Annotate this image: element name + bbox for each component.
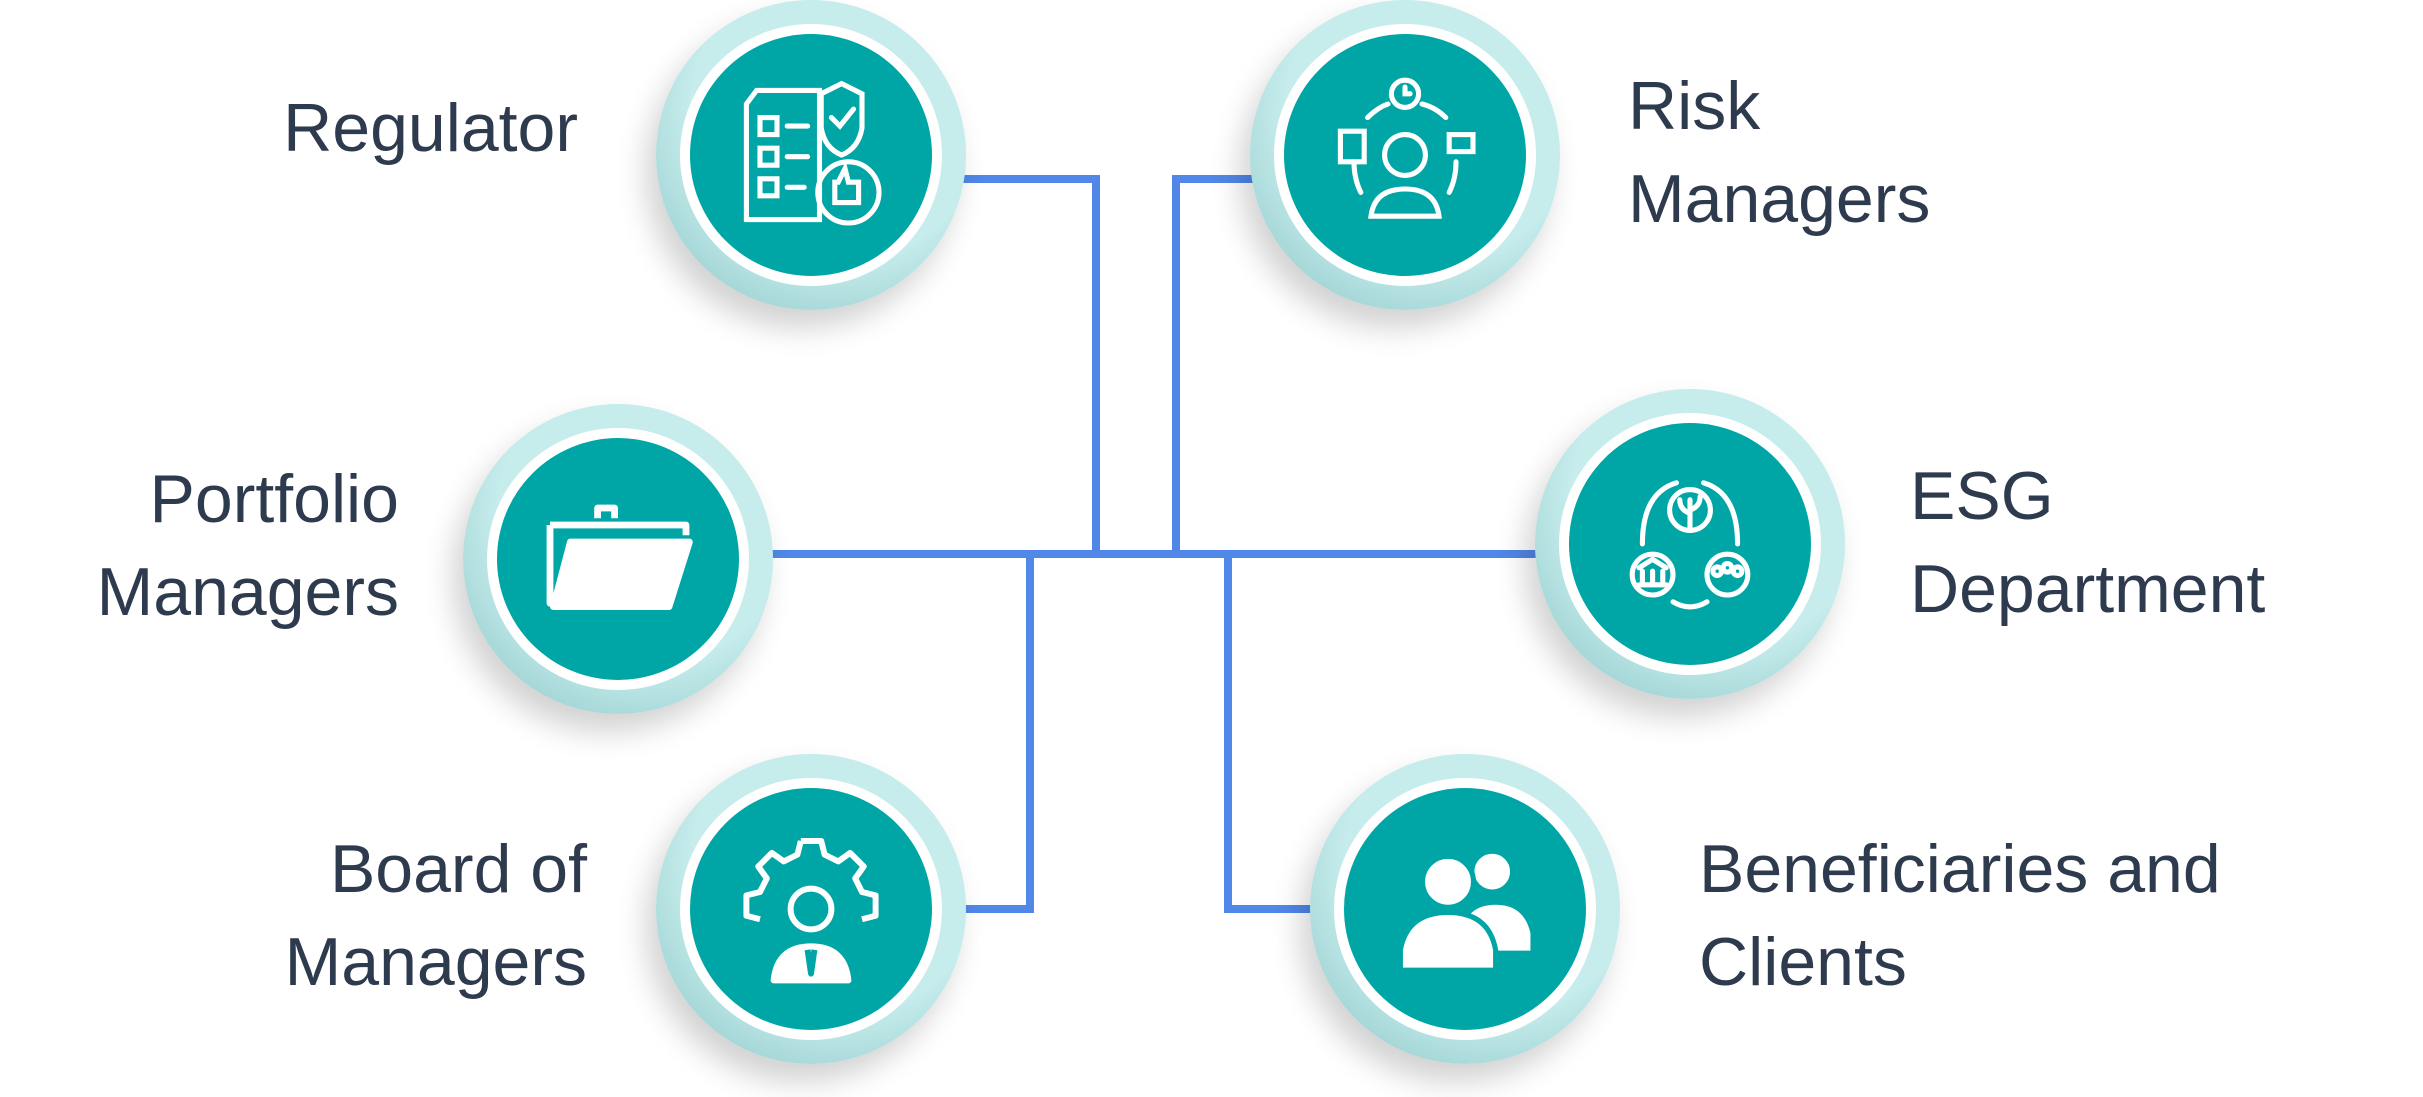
esg-department-node <box>1535 389 1845 699</box>
compliance-checklist-icon <box>743 80 882 226</box>
manager-gear-icon <box>743 838 879 984</box>
label-line: Board of <box>329 831 587 907</box>
label-line: Managers <box>1628 161 1931 237</box>
connector-line <box>1092 175 1100 558</box>
risk-managers-label: Risk Managers <box>1628 60 1930 246</box>
connector-line <box>943 905 1034 913</box>
regulator-label: Regulator <box>283 82 578 175</box>
connector-line <box>1172 175 1273 183</box>
board-of-managers-label: Board of Managers <box>285 823 587 1009</box>
connector-line <box>745 550 1561 558</box>
people-icon <box>1397 848 1536 973</box>
connector-line <box>1224 905 1336 913</box>
label-line: Risk <box>1628 68 1761 144</box>
esg-department-label: ESG Department <box>1910 450 2265 636</box>
esg-icon <box>1629 480 1751 610</box>
label-line: Managers <box>284 924 587 1000</box>
beneficiaries-clients-label: Beneficiaries and Clients <box>1699 823 2221 1009</box>
connector-line <box>940 175 1100 183</box>
label-line: ESG <box>1910 458 2054 534</box>
connector-line <box>1224 550 1232 913</box>
folder-icon <box>546 504 693 610</box>
label-line: Portfolio <box>149 461 399 537</box>
label-line: Department <box>1910 551 2266 627</box>
risk-manager-icon <box>1337 77 1476 219</box>
label-line: Regulator <box>283 90 578 166</box>
risk-managers-node <box>1250 0 1560 310</box>
portfolio-managers-node <box>463 404 773 714</box>
label-line: Beneficiaries and <box>1699 831 2221 907</box>
connector-line <box>1026 550 1034 913</box>
connector-line <box>1172 175 1180 558</box>
portfolio-managers-label: Portfolio Managers <box>97 453 399 639</box>
regulator-node <box>656 0 966 310</box>
board-of-managers-node <box>656 754 966 1064</box>
label-line: Clients <box>1699 924 1907 1000</box>
beneficiaries-clients-node <box>1310 754 1620 1064</box>
label-line: Managers <box>96 554 399 630</box>
